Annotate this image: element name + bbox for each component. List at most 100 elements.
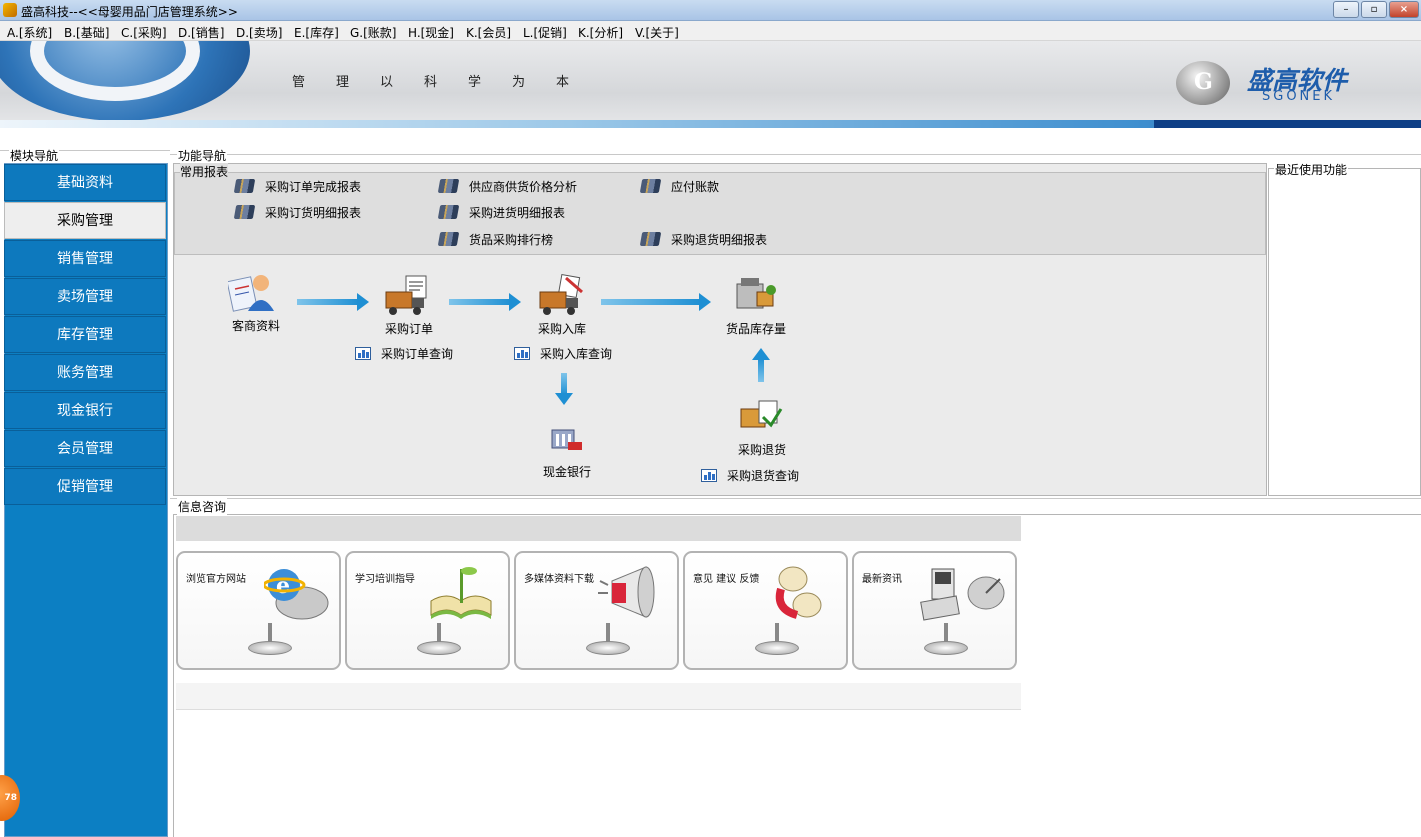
report-label: 采购订单完成报表	[265, 180, 362, 194]
app-icon	[3, 3, 17, 17]
report-book-icon	[437, 205, 460, 219]
nav-accounting-management[interactable]: 账务管理	[4, 354, 166, 391]
nav-sales-management[interactable]: 销售管理	[4, 240, 166, 277]
report-purchase-in-detail[interactable]: 采购进货明细报表	[437, 204, 565, 222]
menu-analysis[interactable]: K.[分析]	[578, 26, 624, 40]
logo-text-cn: 盛高软件	[1247, 66, 1348, 95]
svg-text:e: e	[276, 573, 290, 599]
purchase-order-query-link[interactable]: 采购订单查询	[355, 345, 453, 362]
nav-inventory-management[interactable]: 库存管理	[4, 316, 166, 353]
menu-sales[interactable]: D.[销售]	[178, 26, 225, 40]
card-label: 浏览官方网站	[186, 574, 246, 585]
report-book-icon	[233, 179, 256, 193]
purchase-order-icon[interactable]	[384, 274, 430, 316]
stand-stem	[606, 623, 610, 645]
report-book-icon	[639, 232, 662, 246]
report-supplier-price[interactable]: 供应商供货价格分析	[437, 178, 578, 196]
menu-accounts[interactable]: G.[账款]	[350, 26, 397, 40]
nav-basic-data[interactable]: 基础资料	[4, 164, 166, 201]
stand-stem	[268, 623, 272, 645]
notification-badge[interactable]: 78	[0, 775, 20, 821]
recent-functions-panel	[1268, 168, 1421, 496]
flow-cash-bank-label[interactable]: 现金银行	[543, 465, 592, 479]
stand-base	[924, 641, 968, 655]
flow-purchase-in-label[interactable]: 采购入库	[538, 322, 587, 336]
stand-base	[755, 641, 799, 655]
menu-bar: A.[系统] B.[基础] C.[采购] D.[销售] D.[卖场] E.[库存…	[0, 21, 1421, 41]
book-plant-icon	[430, 567, 492, 619]
menu-promotion[interactable]: L.[促销]	[523, 26, 567, 40]
menu-basic[interactable]: B.[基础]	[64, 26, 110, 40]
info-footer-strip	[176, 683, 1021, 710]
banner-stripe-dark	[1154, 120, 1421, 128]
divider	[0, 150, 170, 151]
nav-cash-bank[interactable]: 现金银行	[4, 392, 166, 429]
card-label: 学习培训指导	[355, 574, 415, 585]
bar-chart-icon	[355, 347, 371, 360]
menu-cash[interactable]: H.[现金]	[408, 26, 454, 40]
flow-arrow-right-icon	[449, 293, 521, 311]
bar-chart-icon	[701, 469, 717, 482]
maximize-button[interactable]: ▫	[1361, 1, 1387, 18]
bar-chart-icon	[514, 347, 530, 360]
report-po-detail[interactable]: 采购订货明细报表	[233, 204, 361, 222]
card-label: 最新资讯	[862, 574, 902, 585]
card-latest-news[interactable]: 最新资讯	[852, 551, 1017, 670]
chat-icon	[775, 566, 822, 619]
purchase-return-icon[interactable]	[737, 395, 783, 437]
stock-icon[interactable]	[733, 274, 779, 316]
flow-arrow-down-icon	[555, 373, 573, 405]
card-multimedia-download[interactable]: 多媒体资料下载	[514, 551, 679, 670]
purchase-return-query-link[interactable]: 采购退货查询	[701, 467, 799, 484]
menu-store[interactable]: D.[卖场]	[236, 26, 283, 40]
query-label: 采购订单查询	[381, 347, 454, 361]
flow-supplier-label[interactable]: 客商资料	[232, 319, 281, 333]
nav-promotion-management[interactable]: 促销管理	[4, 468, 166, 505]
module-nav-title: 模块导航	[9, 147, 60, 164]
query-label: 采购入库查询	[540, 347, 613, 361]
banner: 管理以科学为本 G 盛高软件 SGONEK	[0, 41, 1421, 128]
flow-purchase-order-label[interactable]: 采购订单	[385, 322, 434, 336]
supplier-icon[interactable]	[228, 271, 274, 313]
window-title-bar: 盛高科技--<<母婴用品门店管理系统>> – ▫ ×	[0, 0, 1421, 21]
menu-system[interactable]: A.[系统]	[7, 26, 53, 40]
stand-stem	[944, 623, 948, 645]
report-payables[interactable]: 应付账款	[639, 178, 719, 196]
info-header-strip	[176, 516, 1021, 541]
function-nav-title: 功能导航	[177, 147, 228, 164]
card-feedback[interactable]: 意见 建议 反馈	[683, 551, 848, 670]
menu-inventory[interactable]: E.[库存]	[294, 26, 339, 40]
nav-purchase-management[interactable]: 采购管理	[4, 202, 166, 239]
report-book-icon	[437, 179, 460, 193]
card-training[interactable]: 学习培训指导	[345, 551, 510, 670]
common-reports-box	[174, 172, 1266, 255]
nav-store-management[interactable]: 卖场管理	[4, 278, 166, 315]
report-book-icon	[437, 232, 460, 246]
minimize-button[interactable]: –	[1333, 1, 1359, 18]
menu-purchase[interactable]: C.[采购]	[121, 26, 167, 40]
logo-mark: G	[1194, 69, 1213, 95]
banner-stripe	[0, 120, 1421, 128]
nav-member-management[interactable]: 会员管理	[4, 430, 166, 467]
stand-stem	[775, 623, 779, 645]
close-button[interactable]: ×	[1389, 1, 1419, 18]
stand-base	[417, 641, 461, 655]
report-po-completion[interactable]: 采购订单完成报表	[233, 178, 362, 196]
banner-slogan: 管理以科学为本	[292, 75, 601, 90]
menu-member[interactable]: K.[会员]	[466, 26, 512, 40]
purchase-in-query-link[interactable]: 采购入库查询	[514, 345, 612, 362]
card-label: 多媒体资料下载	[524, 574, 594, 585]
card-official-website[interactable]: 浏览官方网站 e	[176, 551, 341, 670]
report-return-detail[interactable]: 采购退货明细报表	[639, 231, 767, 249]
stand-base	[586, 641, 630, 655]
stand-stem	[437, 623, 441, 645]
purchase-in-icon[interactable]	[538, 274, 584, 316]
flow-purchase-return-label[interactable]: 采购退货	[738, 443, 787, 457]
cash-bank-icon[interactable]	[548, 424, 584, 454]
browser-mouse-icon: e	[264, 569, 329, 620]
report-purchase-ranking[interactable]: 货品采购排行榜	[437, 231, 553, 249]
menu-about[interactable]: V.[关于]	[635, 26, 679, 40]
info-title: 信息咨询	[177, 498, 228, 515]
report-label: 供应商供货价格分析	[469, 180, 578, 194]
flow-stock-label[interactable]: 货品库存量	[726, 322, 787, 336]
